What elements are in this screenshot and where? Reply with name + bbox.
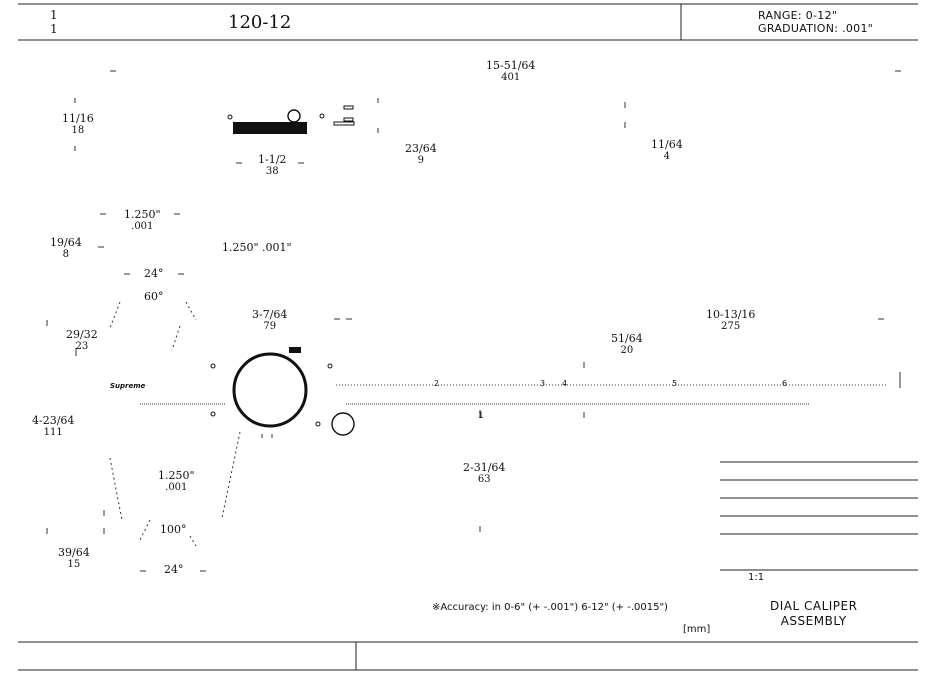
drawing-title-line1: DIAL CALIPER bbox=[770, 599, 858, 613]
dim-jaw-angle-1: 24° bbox=[144, 267, 164, 280]
scale-mark-3: 3 bbox=[540, 379, 546, 388]
dim-beam-thk: 23/64 9 bbox=[405, 143, 437, 167]
dim-dial-offset: 3-7/64 79 bbox=[252, 309, 287, 333]
dim-jaw-depth: 11/16 18 bbox=[62, 113, 94, 137]
dim-base-mm: 15 bbox=[67, 559, 81, 570]
dim-jaw-angle-4: 24° bbox=[164, 563, 184, 576]
dim-dial-offset-frac: 3-7/64 bbox=[252, 308, 288, 321]
dim-beam-length-frac: 10-13/16 bbox=[706, 308, 756, 321]
dim-lower-depth-mm: 63 bbox=[477, 474, 491, 485]
dim-beam-thk-frac: 23/64 bbox=[405, 142, 437, 155]
dim-jaw-angle-2: 60° bbox=[144, 290, 164, 303]
dim-jaw-angle-3: 100° bbox=[160, 523, 187, 536]
graduation-text: GRADUATION: .001" bbox=[758, 22, 874, 35]
dim-beam-width-frac: 1-1/2 bbox=[258, 153, 287, 166]
sheet-count: 1 1 bbox=[50, 8, 58, 36]
dim-base: 39/64 15 bbox=[58, 547, 90, 571]
dim-outside-tol: 1.250" .001 bbox=[158, 470, 195, 494]
dim-jaw-depth-frac: 11/16 bbox=[62, 112, 94, 125]
dim-base-frac: 39/64 bbox=[58, 546, 90, 559]
dim-jaw-thk-frac: 29/32 bbox=[66, 328, 98, 341]
dim-lower-depth: 2-31/64 63 bbox=[463, 462, 505, 486]
drawing-title: DIAL CALIPER ASSEMBLY bbox=[770, 599, 857, 629]
sheet-count-top: 1 bbox=[50, 8, 58, 22]
scale-label: 1:1 bbox=[748, 572, 765, 583]
drawing-title-line2: ASSEMBLY bbox=[780, 614, 847, 628]
dim-beam-thk-mm: 9 bbox=[417, 155, 425, 166]
dim-overall-frac: 15-51/64 bbox=[486, 59, 536, 72]
dim-jaw-tip-mm: 8 bbox=[62, 249, 70, 260]
dim-jaw-tip: 19/64 8 bbox=[50, 237, 82, 261]
dim-inside-jaw-mm: .001 bbox=[131, 221, 154, 232]
dim-jaw-depth-mm: 18 bbox=[71, 125, 85, 136]
dim-jaw-thk-mm: 23 bbox=[75, 341, 89, 352]
scale-mark-1: 1 bbox=[478, 411, 484, 421]
dim-depth-rod-mm: 4 bbox=[663, 151, 671, 162]
dim-lower-depth-frac: 2-31/64 bbox=[463, 461, 506, 474]
scale-mark-4: 4 bbox=[562, 379, 568, 388]
dim-head-height-frac: 4-23/64 bbox=[32, 414, 75, 427]
dim-beam-length: 10-13/16 275 bbox=[706, 309, 755, 333]
dim-rail-frac: 51/64 bbox=[611, 332, 643, 345]
dim-depth-rod-frac: 11/64 bbox=[651, 138, 683, 151]
unit-label: [mm] bbox=[683, 624, 711, 635]
dim-rail: 51/64 20 bbox=[611, 333, 643, 357]
dim-jaw-thk: 29/32 23 bbox=[66, 329, 98, 353]
dim-dial-offset-mm: 79 bbox=[263, 321, 277, 332]
dim-inside-jaw: 1.250" .001 bbox=[124, 209, 161, 233]
dim-beam-width: 1-1/2 38 bbox=[258, 154, 286, 178]
part-number: 120-12 bbox=[228, 12, 292, 33]
dim-inside-tol: 1.250" .001" bbox=[222, 241, 292, 254]
dim-head-height-mm: 111 bbox=[43, 427, 63, 438]
dim-inside-jaw-frac: 1.250" bbox=[124, 208, 161, 221]
dim-jaw-tip-frac: 19/64 bbox=[50, 236, 82, 249]
dim-overall: 15-51/64 401 bbox=[486, 60, 535, 84]
dim-depth-rod: 11/64 4 bbox=[651, 139, 683, 163]
accuracy-note: ※Accuracy: in 0-6" (+ -.001") 6-12" (+ -… bbox=[432, 602, 668, 613]
dim-outside-tol-frac: 1.250" bbox=[158, 469, 195, 482]
sheet-count-bottom: 1 bbox=[50, 22, 58, 36]
dim-overall-mm: 401 bbox=[501, 72, 521, 83]
dim-beam-width-mm: 38 bbox=[265, 166, 279, 177]
range-spec: RANGE: 0-12" GRADUATION: .001" bbox=[758, 9, 873, 35]
scale-mark-5: 5 bbox=[672, 379, 678, 388]
range-text: RANGE: 0-12" bbox=[758, 9, 838, 22]
scale-mark-2: 2 bbox=[434, 379, 440, 388]
dim-outside-tol-mm: .001 bbox=[165, 482, 188, 493]
dim-beam-length-mm: 275 bbox=[721, 321, 741, 332]
brand-logo: Supreme bbox=[110, 382, 146, 390]
dim-head-height: 4-23/64 111 bbox=[32, 415, 74, 439]
dim-rail-mm: 20 bbox=[620, 345, 634, 356]
scale-mark-6: 6 bbox=[782, 379, 788, 388]
